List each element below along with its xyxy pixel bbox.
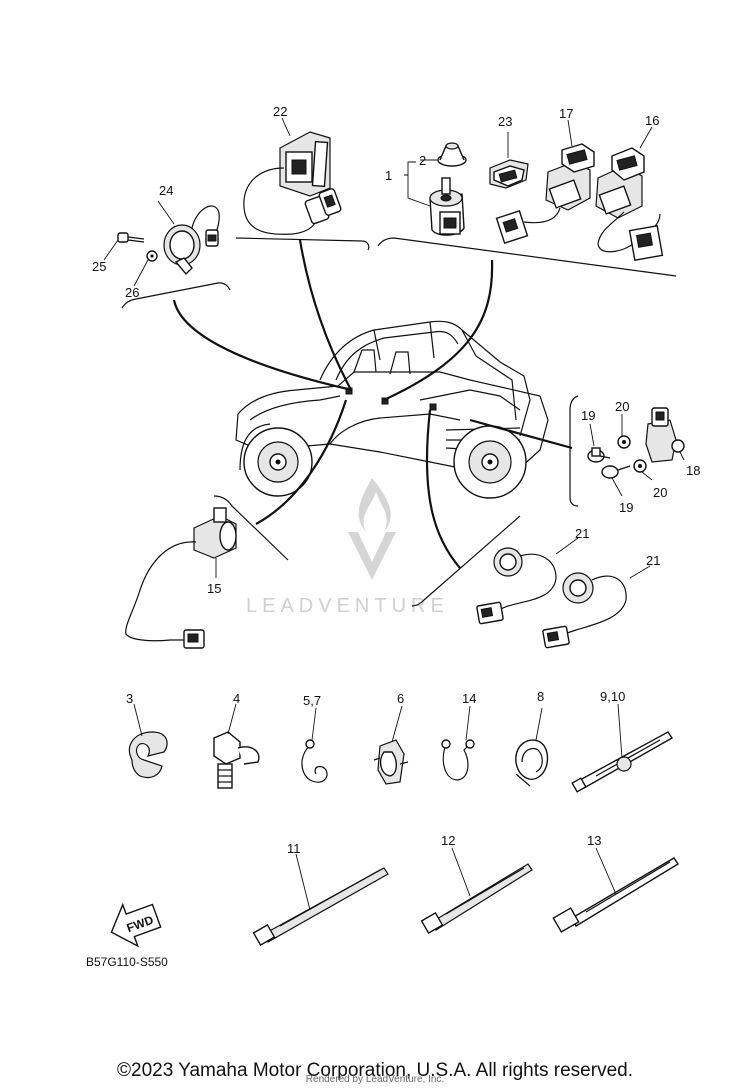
parts-diagram: LEADVENTURE [86,104,700,969]
callout-2: 2 [419,153,426,168]
sensor-15 [125,507,237,649]
clip-14 [441,705,475,781]
group-switches [377,119,677,277]
cable-tie-11 [252,853,389,947]
washer-20-upper [617,435,631,449]
callout-15: 15 [207,581,221,596]
clip-4 [213,703,260,789]
switch-23 [489,159,529,189]
clip-6 [373,705,409,785]
callout-16: 16 [645,113,659,128]
callout-24: 24 [159,183,173,198]
callout-11: 11 [287,841,301,856]
leader-curves [172,239,573,569]
fwd-arrow-icon: FWD [110,902,162,948]
callout-19-lower: 19 [619,500,633,515]
clip-8 [515,707,549,787]
sensor-21-right [542,572,627,649]
front-wheel [243,427,313,497]
watermark-text: LEADVENTURE [246,595,449,617]
callout-12: 12 [441,833,455,848]
copyright-notice: ©2023 Yamaha Motor Corporation, U.S.A. A… [117,1060,633,1081]
watermark-logo: LEADVENTURE [246,478,449,617]
drawing-code: B57G110-S550 [86,955,168,969]
callout-1: 1 [385,168,392,183]
callout-labels: 1 2 3 4 5,7 6 8 9,10 11 12 13 14 15 16 1… [92,104,700,856]
callout-20-upper: 20 [615,399,629,414]
callout-19-upper: 19 [581,408,595,423]
sensor-18 [645,407,685,463]
group-harness-22 [235,117,370,251]
cap-2 [437,142,467,167]
callout-8: 8 [537,689,544,704]
cable-tie-9-10 [571,703,673,793]
group-sensor-15 [125,495,289,649]
callout-26: 26 [125,285,139,300]
rear-wheel [453,425,527,499]
harness-22 [243,131,342,235]
cable-tie-13 [552,847,679,933]
vehicle-illustration [235,320,549,499]
washer-20-lower [633,459,647,473]
callout-25: 25 [92,259,106,274]
washer-26 [146,250,158,262]
clip-5-7 [301,707,328,783]
callout-21-upper: 21 [575,526,589,541]
callout-18: 18 [686,463,700,478]
group-sensors-21 [411,515,651,649]
callout-14: 14 [462,691,476,706]
rendered-by-notice: Rendered by LeadVenture, Inc. [305,1074,445,1085]
callout-3: 3 [126,691,133,706]
bolt-25 [117,232,145,243]
switch-17 [495,143,595,244]
cable-tie-12 [420,847,533,935]
callout-13: 13 [587,833,601,848]
buzzer-24 [163,205,220,276]
callout-21-lower: 21 [646,553,660,568]
group-buzzer [103,200,231,309]
bolt-19-lower [601,465,631,479]
group-sensor-18 [569,395,685,507]
main-switch-1 [429,177,465,236]
clip-3 [128,703,168,779]
callout-17: 17 [559,106,573,121]
bolt-19-upper [587,447,611,463]
sensor-21-left [476,547,557,625]
callout-6: 6 [397,691,404,706]
callout-9-10: 9,10 [600,689,625,704]
switch-16 [595,147,664,262]
callout-20-lower: 20 [653,485,667,500]
callout-23: 23 [498,114,512,129]
callout-5-7: 5,7 [303,693,321,708]
callout-22: 22 [273,104,287,119]
callout-4: 4 [233,691,240,706]
